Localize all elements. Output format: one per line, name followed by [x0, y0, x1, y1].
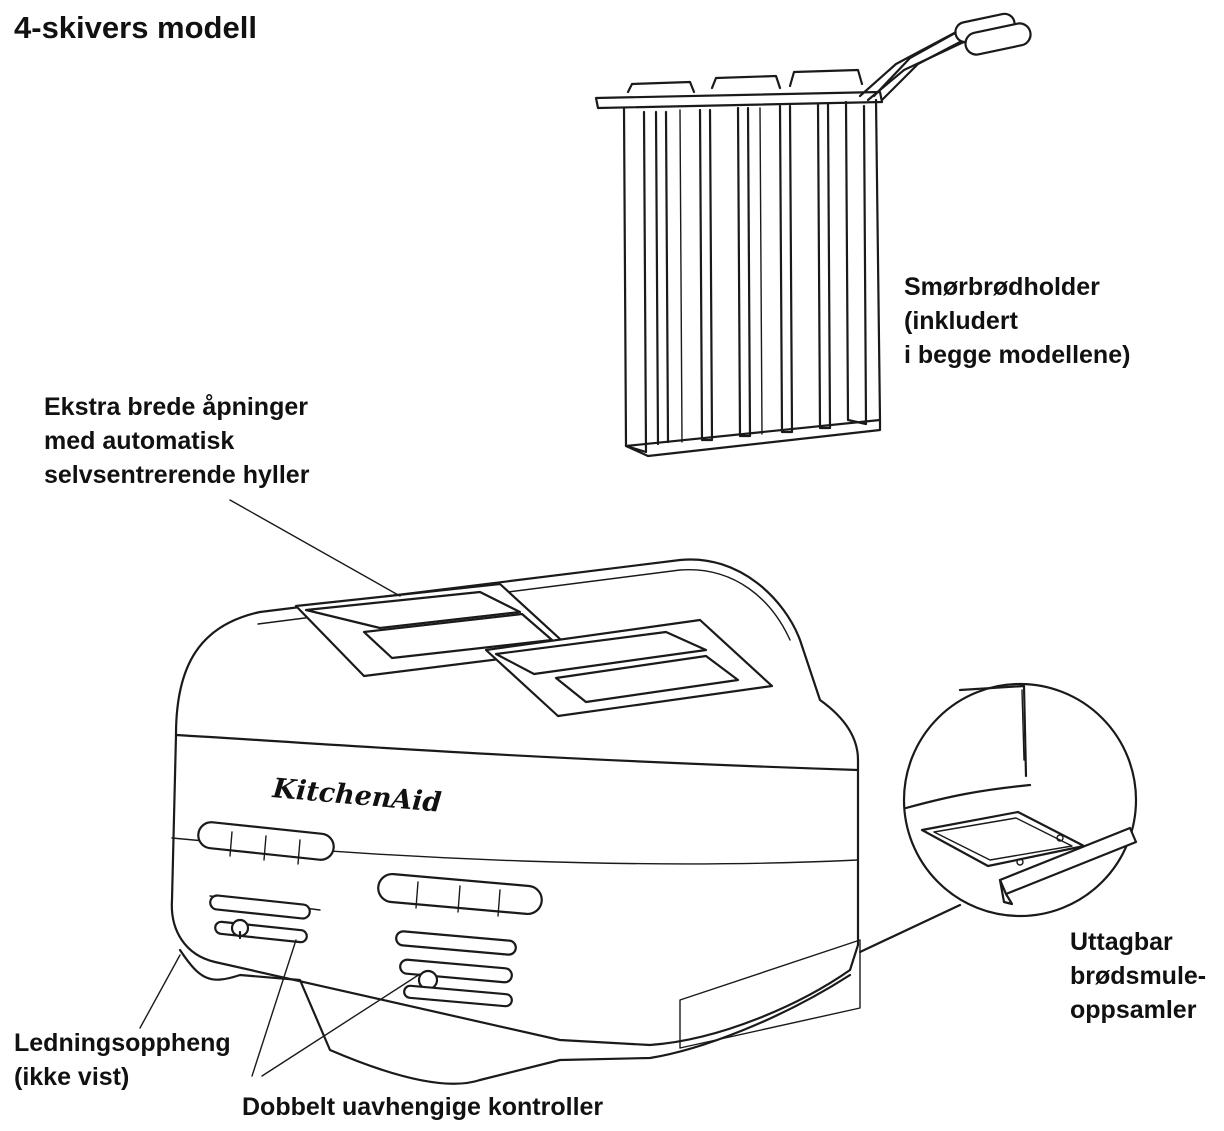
kitchenaid-logo: KitchenAid	[270, 773, 442, 819]
toaster-drawing: KitchenAid	[170, 558, 861, 1085]
label-line: oppsamler	[1070, 996, 1197, 1024]
label-dual-controls: Dobbelt uavhengige kontroller	[242, 1093, 604, 1121]
label-line: Ledningsoppheng	[14, 1029, 231, 1057]
page-title: 4-skivers modell	[14, 10, 257, 45]
label-cord-wrap: Ledningsoppheng (ikke vist)	[14, 1026, 231, 1094]
label-sandwich-rack: Smørbrødholder (inkludert i begge modell…	[904, 270, 1130, 372]
label-wide-slots: Ekstra brede åpninger med automatisk sel…	[44, 390, 309, 492]
label-line: med automatisk	[44, 427, 235, 455]
crumb-tray-detail	[858, 682, 1138, 954]
label-line: brødsmule-	[1070, 962, 1207, 990]
label-line: (inkludert	[904, 307, 1018, 335]
sandwich-rack-drawing	[594, 12, 1032, 458]
label-line: i begge modellene)	[904, 341, 1131, 369]
leader-left-control	[251, 939, 297, 1077]
label-line: selvsentrerende hyller	[44, 461, 310, 489]
label-crumb-tray: Uttagbar brødsmule- oppsamler	[1070, 925, 1206, 1027]
label-line: Uttagbar	[1070, 928, 1173, 956]
leader-right-control	[261, 973, 421, 1077]
label-line: (ikke vist)	[14, 1063, 130, 1091]
leader-cord-wrap	[139, 954, 181, 1029]
label-line: Smørbrødholder	[904, 273, 1100, 301]
label-line: Ekstra brede åpninger	[44, 393, 308, 421]
leader-wide-slots	[229, 499, 401, 597]
